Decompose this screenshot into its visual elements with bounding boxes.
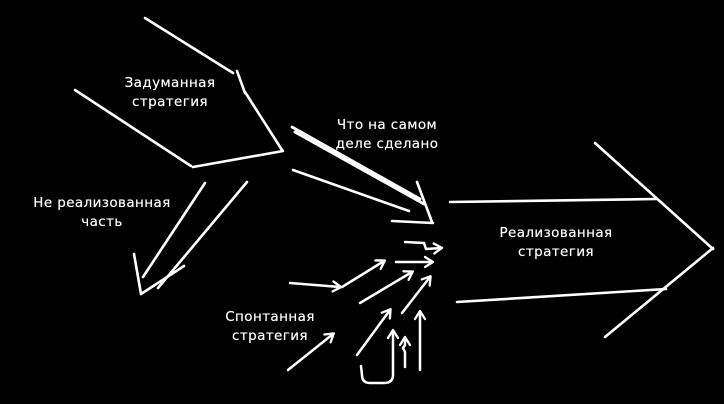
- small-arrow: [340, 259, 387, 289]
- hook-arrow: [359, 328, 400, 385]
- arrow-shaft: [141, 181, 207, 279]
- arrowhead-barb: [415, 180, 434, 224]
- intended-strategy-arrow: [73, 16, 285, 169]
- arrow-top-edge: [448, 197, 658, 204]
- label-unrealized-part: Не реализованная часть: [33, 194, 170, 232]
- arrowhead-barb: [139, 264, 186, 296]
- arrowhead-lower-edge: [603, 246, 715, 339]
- realized-strategy-arrow: [448, 141, 715, 339]
- label-intended-strategy: Задуманная стратегия: [125, 74, 216, 112]
- label-line: стратегия: [132, 94, 208, 110]
- label-actually-done: Что на самом деле сделано: [336, 116, 439, 154]
- small-arrow: [288, 280, 343, 293]
- label-line: Реализованная: [499, 225, 613, 241]
- arrow-shaft: [290, 125, 422, 201]
- arrow-shaft: [293, 130, 426, 206]
- label-line: Что на самом: [336, 117, 438, 133]
- small-zigzag-arrow: [403, 240, 444, 255]
- small-arrow: [400, 275, 432, 315]
- arrow-bottom-edge: [455, 287, 668, 304]
- label-line: Спонтанная: [225, 309, 315, 325]
- arrow-shaft: [291, 168, 411, 213]
- emergent-strategy-arrows: [286, 240, 444, 385]
- small-arrow: [355, 308, 392, 357]
- actually-done-arrow: [290, 125, 435, 225]
- arrowhead-barb: [390, 219, 435, 225]
- arrowhead-barb: [132, 252, 143, 296]
- label-line: Задуманная: [124, 75, 216, 91]
- small-vertical-arrow: [398, 335, 412, 369]
- label-line: часть: [81, 214, 123, 230]
- arrowhead-upper-edge: [593, 141, 715, 251]
- arrow-lower-shaft: [73, 88, 193, 168]
- label-realized-strategy: Реализованная стратегия: [499, 224, 612, 262]
- arrow-bend-overshoot: [235, 69, 247, 95]
- label-line: деле сделано: [335, 136, 439, 152]
- arrow-lower-barb: [191, 149, 285, 169]
- arrow-upper-barb: [243, 90, 284, 152]
- arrow-shaft: [156, 180, 249, 290]
- label-line: стратегия: [518, 244, 594, 260]
- small-arrow: [358, 270, 415, 305]
- small-arrow: [286, 332, 335, 372]
- label-line: стратегия: [232, 328, 308, 344]
- arrow-upper-shaft: [143, 16, 235, 75]
- label-emergent-strategy: Спонтанная стратегия: [225, 308, 315, 346]
- label-line: Не реализованная: [33, 195, 171, 211]
- unrealized-part-arrow: [132, 180, 249, 296]
